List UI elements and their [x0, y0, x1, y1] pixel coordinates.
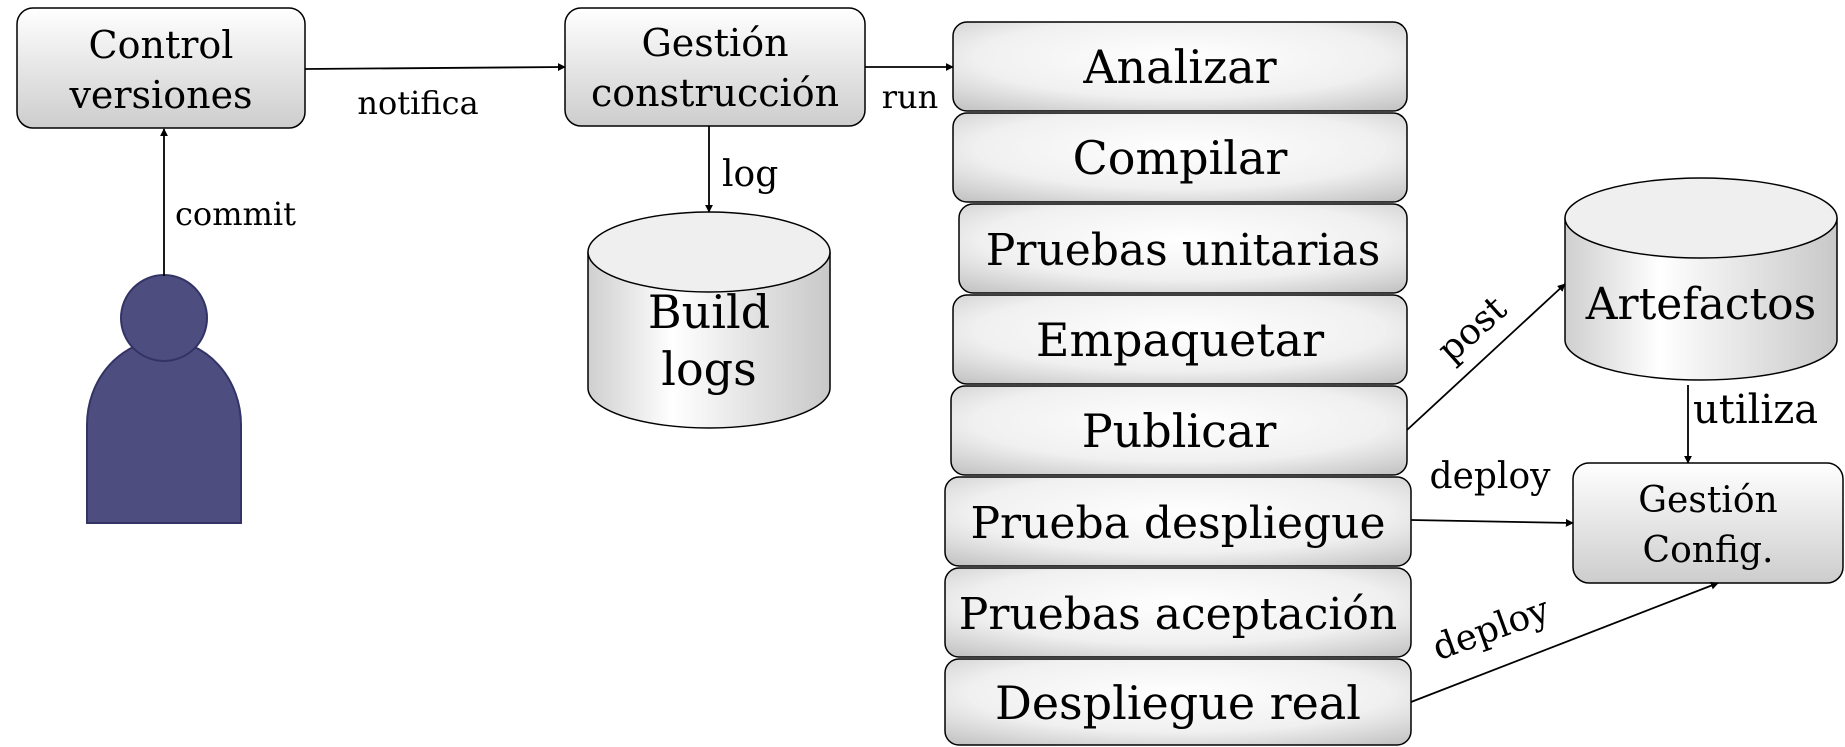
artefactos-database: Artefactos: [1564, 177, 1838, 381]
pipeline-stage-compilar: Compilar: [952, 112, 1408, 203]
deploy-test-edge-label: deploy: [1430, 456, 1552, 497]
build-logs-database: Build logs: [587, 211, 831, 429]
control-versiones-label-line1: Control: [89, 23, 234, 67]
pipeline-stage-pruebas-aceptacion: Pruebas aceptación: [944, 567, 1412, 658]
utiliza-edge-label: utiliza: [1693, 387, 1818, 433]
build-logs-label-line2: logs: [661, 342, 756, 396]
gestion-construccion-label-line2: construcción: [591, 71, 839, 115]
stage-label: Analizar: [1082, 40, 1276, 94]
gestion-config-label-line1: Gestión: [1638, 480, 1777, 521]
gestion-config-box: Gestión Config.: [1572, 462, 1844, 584]
post-edge-label: post: [1430, 288, 1516, 371]
pipeline-stage-pruebas-unitarias: Pruebas unitarias: [958, 203, 1408, 294]
notifica-arrow: [304, 63, 566, 72]
commit-edge-label: commit: [175, 195, 296, 233]
pipeline-stage-despliegue-real: Despliegue real: [944, 658, 1412, 746]
stage-label: Pruebas unitarias: [986, 225, 1381, 276]
gestion-config-label-line2: Config.: [1643, 530, 1774, 571]
pipeline-stage-analizar: Analizar: [952, 21, 1408, 112]
gestion-construccion-box: Gestión construcción: [564, 7, 866, 127]
control-versiones-box: Control versiones: [16, 7, 306, 129]
stage-label: Prueba despliegue: [970, 498, 1385, 549]
build-logs-label-line1: Build: [648, 285, 770, 339]
deploy-real-edge-label: deploy: [1427, 589, 1555, 669]
gestion-construccion-label-line1: Gestión: [641, 21, 788, 65]
log-edge-label: log: [722, 154, 778, 195]
pipeline-stage-publicar: Publicar: [950, 385, 1408, 476]
artefactos-label: Artefactos: [1585, 279, 1816, 330]
run-edge-label: run: [882, 78, 939, 116]
stage-label: Compilar: [1073, 131, 1288, 185]
notifica-edge-label: notifica: [357, 84, 478, 122]
pipeline-stage-empaquetar: Empaquetar: [952, 294, 1408, 385]
stage-label: Despliegue real: [995, 676, 1361, 730]
deploy-real-arrow: [1410, 581, 1719, 703]
deploy-test-arrow: [1410, 518, 1574, 527]
control-versiones-label-line2: versiones: [68, 73, 252, 117]
stage-label: Pruebas aceptación: [959, 589, 1398, 640]
post-arrow: [1406, 283, 1566, 431]
stage-label: Publicar: [1082, 404, 1277, 458]
person-icon: [86, 274, 242, 524]
pipeline-stage-prueba-despliegue: Prueba despliegue: [944, 476, 1412, 567]
stage-label: Empaquetar: [1036, 313, 1324, 367]
